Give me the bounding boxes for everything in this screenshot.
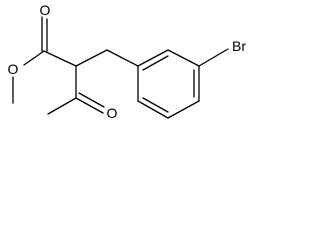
- bond-carbonyl-alpha: [43, 50, 77, 67]
- atom-labels: O O O Br: [8, 2, 247, 121]
- bond-ring-bromine: [198, 48, 229, 67]
- ring-inner-bond-3: [142, 97, 169, 113]
- ring-bond-2: [167, 49, 200, 67]
- ring-inner-bond-1: [142, 55, 169, 71]
- ring-bond-4: [167, 100, 200, 119]
- atom-label-ester-ether-oxygen: O: [8, 61, 19, 77]
- chemical-structure-diagram: O O O Br: [8, 2, 247, 121]
- bond-ketone-second: [78, 92, 105, 108]
- atom-label-bromine: Br: [232, 38, 246, 54]
- bond-lines: [12, 16, 139, 115]
- bond-acetyl-methyl: [47, 97, 77, 115]
- atom-label-ester-carbonyl-oxygen: O: [40, 2, 51, 18]
- benzene-ring: [137, 48, 229, 119]
- ring-bond-1: [137, 49, 169, 67]
- ring-bond-5: [137, 100, 169, 119]
- bond-alpha-methylene: [75, 49, 108, 67]
- bond-methylene-ring: [106, 49, 139, 67]
- bond-ketone: [75, 97, 104, 114]
- atom-label-ketone-oxygen: O: [107, 105, 118, 121]
- bond-carbonyl-ether-oxygen: [23, 50, 45, 66]
